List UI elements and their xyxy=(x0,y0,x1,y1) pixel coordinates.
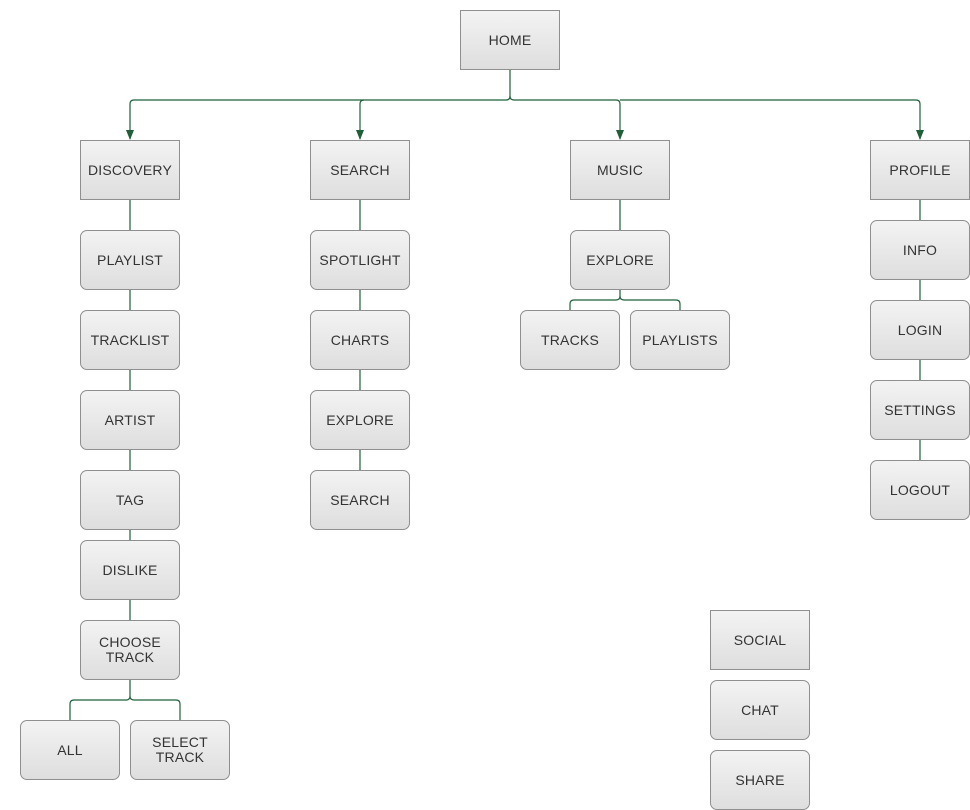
connector-home-trunk xyxy=(505,70,511,101)
node-search-explore[interactable]: EXPLORE xyxy=(310,390,410,450)
node-playlist[interactable]: PLAYLIST xyxy=(80,230,180,290)
node-home[interactable]: HOME xyxy=(460,10,560,70)
connector-explore-split xyxy=(569,290,681,310)
node-login[interactable]: LOGIN xyxy=(870,300,970,360)
node-music[interactable]: MUSIC xyxy=(570,140,670,200)
node-discovery[interactable]: DISCOVERY xyxy=(80,140,180,200)
node-logout[interactable]: LOGOUT xyxy=(870,460,970,520)
node-tag[interactable]: TAG xyxy=(80,470,180,530)
node-search-search[interactable]: SEARCH xyxy=(310,470,410,530)
connector-home-bus xyxy=(126,99,506,140)
node-artist[interactable]: ARTIST xyxy=(80,390,180,450)
node-playlists[interactable]: PLAYLISTS xyxy=(630,310,730,370)
node-search[interactable]: SEARCH xyxy=(310,140,410,200)
node-info[interactable]: INFO xyxy=(870,220,970,280)
connector-choose-track-split xyxy=(69,680,181,720)
node-tracklist[interactable]: TRACKLIST xyxy=(80,310,180,370)
node-dislike[interactable]: DISLIKE xyxy=(80,540,180,600)
node-social[interactable]: SOCIAL xyxy=(710,610,810,670)
connector-home-music xyxy=(509,95,624,140)
node-spotlight[interactable]: SPOTLIGHT xyxy=(310,230,410,290)
node-charts[interactable]: CHARTS xyxy=(310,310,410,370)
node-settings[interactable]: SETTINGS xyxy=(870,380,970,440)
node-select-track[interactable]: SELECT TRACK xyxy=(130,720,230,780)
node-share[interactable]: SHARE xyxy=(710,750,810,810)
node-all[interactable]: ALL xyxy=(20,720,120,780)
node-profile[interactable]: PROFILE xyxy=(870,140,970,200)
node-tracks[interactable]: TRACKS xyxy=(520,310,620,370)
connector-home-profile xyxy=(620,99,924,140)
node-choose-track[interactable]: CHOOSE TRACK xyxy=(80,620,180,680)
node-chat[interactable]: CHAT xyxy=(710,680,810,740)
connector-home-search xyxy=(356,99,365,140)
node-music-explore[interactable]: EXPLORE xyxy=(570,230,670,290)
